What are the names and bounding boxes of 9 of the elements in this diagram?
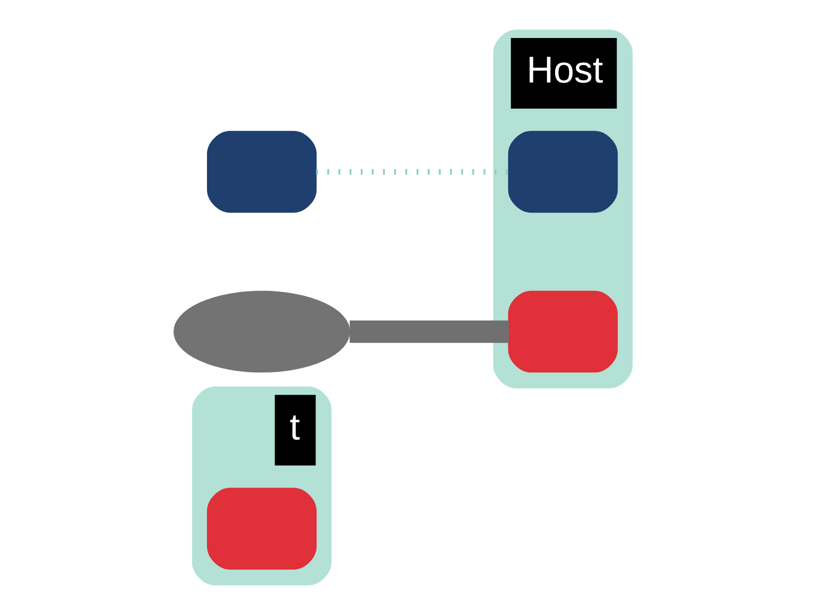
node-box [206, 130, 316, 213]
connector [316, 169, 508, 175]
cluster: Host [492, 30, 632, 388]
connector [349, 320, 508, 343]
node-box [206, 488, 316, 570]
cluster: t [192, 386, 331, 586]
node-box [508, 290, 618, 373]
node-cloud [173, 290, 350, 373]
node-box [508, 130, 618, 213]
